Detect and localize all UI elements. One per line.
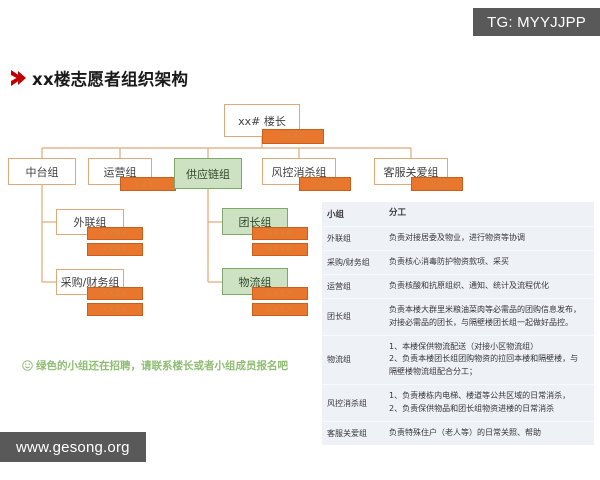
org-tag-wuliu-0[interactable]: XXXX [252,287,308,300]
org-tag-tuanzhang-0[interactable]: XXXX [252,227,308,240]
table-header-duty: 分工 [389,208,407,218]
table-cell-group: 采购/财务组 [327,257,370,267]
table-row[interactable]: 物流组 1、本楼保供物流配送（对接小区物流组） 2、负责本楼团长组团购物资的拉回… [322,336,594,386]
recruiting-note-text: 绿色的小组还在招聘，请联系楼长或者小组成员报名吧 [36,360,288,372]
duty-line: 隔壁楼物流组配合分工； [389,367,477,377]
duties-table: 小组 分工 外联组 负责对接居委及物业，进行物资等协调 采购/财务组 负责核心消… [322,202,594,446]
org-node-zhongtai[interactable]: 中台组 [8,158,76,185]
duty-line: 负责核心消毒防护物资款项、采买 [389,256,509,266]
table-cell-duty: 负责特殊住户（老人等）的日常关照、帮助 [385,422,594,445]
duty-line: 1、负责楼栋内电梯、楼道等公共区域的日常消杀， [389,391,571,401]
table-cell-duty: 1、本楼保供物流配送（对接小区物流组） 2、负责本楼团长组团购物资的拉回本楼和隔… [385,336,594,385]
page-title: xx楼志愿者组织架构 [8,66,188,90]
table-cell-group: 外联组 [327,233,351,243]
duty-line: 对接必需品的团长，与隔壁楼团长组一起做好品控。 [389,317,573,327]
duty-line: 2、负责保供物品和团长组物资进楼的日常消杀 [389,404,555,414]
org-tag-wailian-1[interactable]: XXXX [87,243,143,256]
table-row[interactable]: 风控消杀组 1、负责楼栋内电梯、楼道等公共区域的日常消杀， 2、负责保供物品和团… [322,385,594,423]
page-title-text: xx楼志愿者组织架构 [32,70,189,89]
table-row[interactable]: 团长组 负责本楼大群里米粮油菜肉等必需品的团购信息发布， 对接必需品的团长，与隔… [322,299,594,336]
red-arrow-icon [11,70,26,86]
duty-line: 负责对接居委及物业，进行物资等协调 [389,232,525,242]
org-tag-caigou-0[interactable]: XXXX [87,287,143,300]
org-tag-wailian-0[interactable]: XXXX [87,227,143,240]
watermark-bottom: www.gesong.org [0,432,146,462]
table-row[interactable]: 采购/财务组 负责核心消毒防护物资款项、采买 [322,251,594,275]
table-cell-group: 运营组 [327,281,351,291]
table-cell-duty: 负责核心消毒防护物资款项、采买 [385,251,594,274]
table-cell-duty: 负责对接居委及物业，进行物资等协调 [385,227,594,250]
smiley-face-icon [22,360,33,371]
watermark-top: TG: MYYJJPP [473,8,600,36]
recruiting-note: 绿色的小组还在招聘，请联系楼长或者小组成员报名吧 [22,358,288,373]
org-tag-root-0[interactable]: XXXX [262,129,324,144]
org-tag-wuliu-1[interactable]: XXXX [252,303,308,316]
table-cell-duty: 1、负责楼栋内电梯、楼道等公共区域的日常消杀， 2、负责保供物品和团长组物资进楼… [385,385,594,421]
duty-line: 1、本楼保供物流配送（对接小区物流组） [389,341,539,351]
duty-line: 负责核酸和抗原组织、通知、统计及流程优化 [389,280,549,290]
table-cell-group: 物流组 [327,355,351,365]
table-row[interactable]: 外联组 负责对接居委及物业，进行物资等协调 [322,227,594,251]
org-tag-fengkong-0[interactable]: XXXX [299,177,351,191]
org-node-gongyinglian[interactable]: 供应链组 [174,158,242,189]
duty-line: 负责本楼大群里米粮油菜肉等必需品的团购信息发布， [389,304,581,314]
table-cell-duty: 负责本楼大群里米粮油菜肉等必需品的团购信息发布， 对接必需品的团长，与隔壁楼团长… [385,299,594,335]
table-header-group: 小组 [327,209,345,220]
table-cell-group: 客服关爱组 [327,429,367,439]
table-cell-group: 风控消杀组 [327,398,367,408]
table-row[interactable]: 客服关爱组 负责特殊住户（老人等）的日常关照、帮助 [322,422,594,445]
org-tag-caigou-1[interactable]: XXXX [87,303,143,316]
table-header-row: 小组 分工 [322,202,594,227]
org-tag-kefu-0[interactable]: XXXX [411,177,463,191]
org-tag-tuanzhang-1[interactable]: XXXX [252,243,308,256]
duty-line: 负责特殊住户（老人等）的日常关照、帮助 [389,428,541,438]
table-cell-duty: 负责核酸和抗原组织、通知、统计及流程优化 [385,275,594,298]
table-cell-group: 团长组 [327,312,351,322]
duty-line: 2、负责本楼团长组团购物资的拉回本楼和隔壁楼，与 [389,354,579,364]
table-row[interactable]: 运营组 负责核酸和抗原组织、通知、统计及流程优化 [322,275,594,299]
org-tag-yunying-0[interactable]: XXXX [120,177,176,191]
